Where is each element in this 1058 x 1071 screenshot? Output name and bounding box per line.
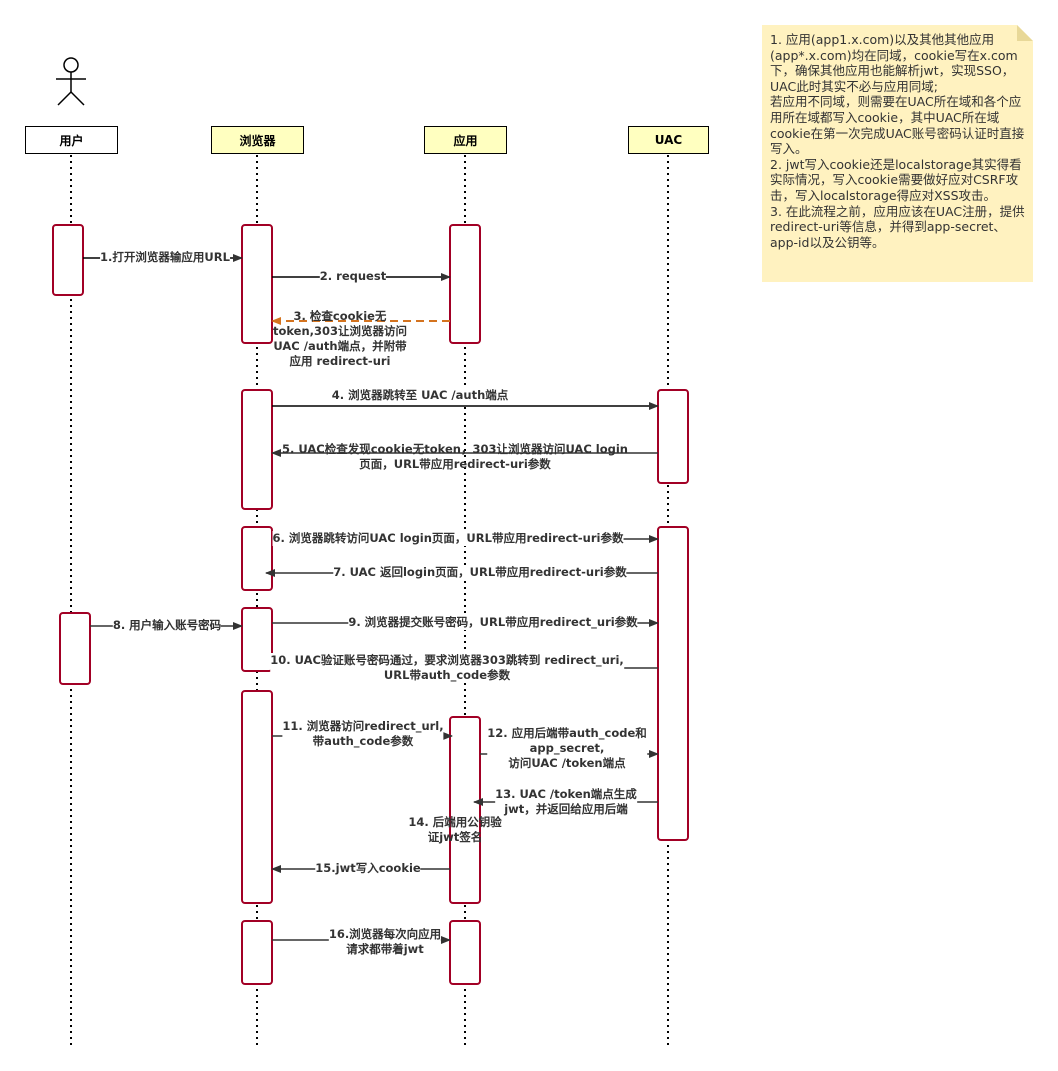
activation-uac: [657, 526, 689, 841]
message-label-10: 10. UAC验证账号密码通过，要求浏览器303跳转到 redirect_uri…: [270, 653, 624, 683]
note: 1. 应用(app1.x.com)以及其他其他应用(app*.x.com)均在同…: [762, 25, 1033, 282]
message-label-6: 6. 浏览器跳转访问UAC login页面，URL带应用redirect-uri…: [272, 531, 624, 546]
note-line: 若应用不同域，则需要在UAC所在域和各个应用所在域都写入cookie，其中UAC…: [770, 94, 1025, 157]
message-label-1: 1.打开浏览器输应用URL: [100, 250, 230, 265]
participant-uac: UAC: [628, 126, 709, 154]
note-line: 1. 应用(app1.x.com)以及其他其他应用(app*.x.com)均在同…: [770, 32, 1018, 94]
participant-app: 应用: [424, 126, 507, 154]
activation-browser: [241, 526, 273, 591]
activation-app: [449, 224, 481, 344]
note-line: 2. jwt写入cookie还是localstorage其实得看实际情况，写入c…: [770, 156, 1022, 203]
message-label-7: 7. UAC 返回login页面，URL带应用redirect-uri参数: [333, 565, 627, 580]
participant-user: 用户: [25, 126, 118, 154]
activation-app: [449, 716, 481, 904]
message-label-11: 11. 浏览器访问redirect_url,带auth_code参数: [282, 719, 444, 749]
message-label-9: 9. 浏览器提交账号密码，URL带应用redirect_uri参数: [348, 615, 638, 630]
activation-browser: [241, 224, 273, 344]
activation-browser: [241, 920, 273, 985]
activation-browser: [241, 690, 273, 904]
message-label-4: 4. 浏览器跳转至 UAC /auth端点: [331, 388, 509, 403]
message-label-5: 5. UAC检查发现cookie无token，303让浏览器访问UAC logi…: [282, 442, 628, 471]
message-label-15: 15.jwt写入cookie: [315, 861, 421, 876]
actor-icon: [56, 57, 86, 106]
message-label-2: 2. request: [319, 269, 387, 284]
note-shape: [762, 25, 1033, 282]
activation-user: [59, 612, 91, 685]
message-label-14: 14. 后端用公钥验证jwt签名: [408, 815, 502, 844]
activation-user: [52, 224, 84, 296]
activation-app: [449, 920, 481, 985]
activation-uac: [657, 389, 689, 484]
message-label-16: 16.浏览器每次向应用请求都带着jwt: [328, 927, 442, 957]
activation-browser: [241, 389, 273, 510]
participant-browser: 浏览器: [211, 126, 304, 154]
activation-browser: [241, 607, 273, 672]
message-label-8: 8. 用户输入账号密码: [112, 618, 222, 633]
note-line: 3. 在此流程之前，应用应该在UAC注册，提供 redirect-uri等信息，…: [770, 203, 1025, 250]
